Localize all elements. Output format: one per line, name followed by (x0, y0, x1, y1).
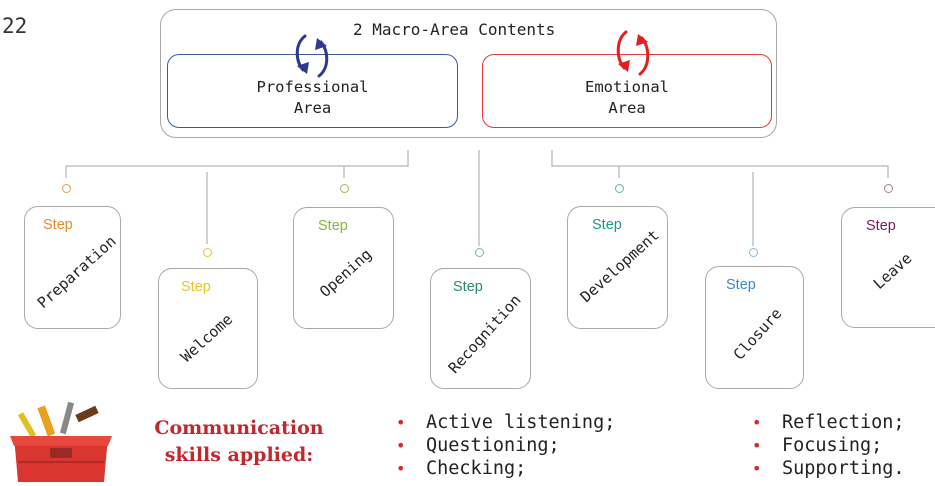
emotional-line2: Area (608, 99, 646, 117)
step-dot-preparation (62, 184, 71, 193)
skill-text: Reflection; (782, 412, 905, 433)
macro-area-title: 2 Macro-Area Contents (353, 20, 556, 39)
skills-title-line1: Communication (154, 417, 324, 439)
professional-cycle-icon (295, 34, 329, 78)
skill-text: Questioning; (426, 435, 560, 456)
step-name-leave: Leave (869, 249, 916, 293)
step-label: Step (726, 277, 756, 293)
step-name-closure: Closure (729, 304, 786, 364)
skills-list-right: • Reflection; • Focusing; • Supporting. (752, 411, 905, 480)
list-item: • Supporting. (752, 457, 905, 480)
step-label: Step (592, 217, 622, 233)
bullet-icon: • (396, 436, 406, 455)
step-name-opening: Opening (316, 245, 376, 301)
bullet-icon: • (396, 459, 406, 478)
professional-area-label: Professional Area (168, 77, 457, 119)
skills-title: Communication skills applied: (134, 415, 344, 469)
bullet-icon: • (396, 413, 406, 432)
bullet-icon: • (752, 413, 762, 432)
step-dot-closure (749, 248, 758, 257)
professional-area-box: Professional Area (167, 54, 458, 128)
step-name-welcome: Welcome (177, 310, 237, 366)
step-name-development: Development (576, 226, 663, 306)
skills-title-line2: skills applied: (164, 444, 314, 466)
emotional-area-label: Emotional Area (483, 77, 771, 119)
step-label: Step (866, 218, 896, 234)
step-card-recognition: Step Recognition (430, 268, 531, 389)
step-dot-opening (340, 184, 349, 193)
bullet-icon: • (752, 459, 762, 478)
step-label: Step (453, 279, 483, 295)
toolbox-icon (10, 401, 112, 482)
step-label: Step (181, 279, 211, 295)
skills-list-left: • Active listening; • Questioning; • Checki… (396, 411, 615, 480)
professional-line1: Professional (256, 78, 369, 96)
list-item: • Focusing; (752, 434, 905, 457)
step-card-closure: Step Closure (705, 266, 804, 389)
bullet-icon: • (752, 436, 762, 455)
step-card-preparation: Step Preparation (24, 206, 121, 329)
step-card-development: Step Development (567, 206, 668, 329)
step-card-opening: Step Opening (293, 207, 394, 329)
emotional-cycle-icon (616, 30, 650, 76)
professional-line2: Area (293, 99, 332, 117)
step-label: Step (43, 217, 73, 233)
skill-text: Active listening; (426, 412, 616, 433)
list-item: • Checking; (396, 457, 615, 480)
step-card-welcome: Step Welcome (158, 268, 258, 389)
step-label: Step (318, 218, 348, 234)
page-number: 22 (2, 14, 28, 38)
step-dot-welcome (203, 248, 212, 257)
step-name-recognition: Recognition (444, 291, 525, 377)
list-item: • Active listening; (396, 411, 615, 434)
skill-text: Focusing; (782, 435, 883, 456)
list-item: • Questioning; (396, 434, 615, 457)
emotional-line1: Emotional (585, 78, 669, 96)
step-dot-recognition (475, 248, 484, 257)
step-name-preparation: Preparation (33, 232, 120, 312)
step-card-leave: Step Leave (841, 207, 935, 328)
skill-text: Supporting. (782, 458, 905, 479)
skill-text: Checking; (426, 458, 527, 479)
list-item: • Reflection; (752, 411, 905, 434)
step-dot-development (615, 184, 624, 193)
step-dot-leave (884, 184, 893, 193)
